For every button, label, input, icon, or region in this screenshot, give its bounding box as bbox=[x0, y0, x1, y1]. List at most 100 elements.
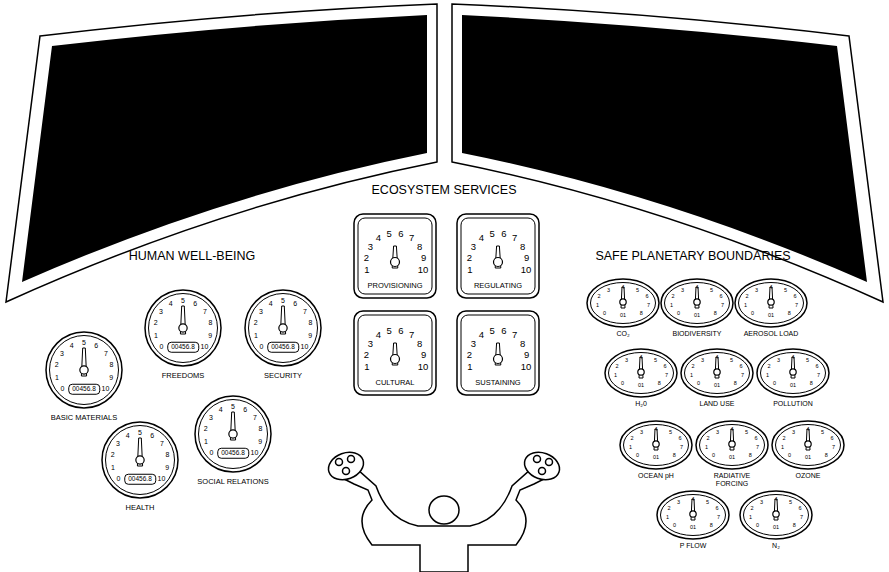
dial-number: 01 bbox=[768, 313, 774, 319]
dial-number: 01 bbox=[729, 455, 735, 461]
dial-number: 1 bbox=[670, 303, 673, 309]
dial-number: 7 bbox=[665, 373, 668, 379]
dial-number: 8 bbox=[810, 381, 813, 387]
dial-number: 2 bbox=[667, 507, 670, 513]
dial-number: 2 bbox=[782, 437, 785, 443]
dial-number: 2 bbox=[467, 253, 472, 263]
boundary-gauge: 01234567801N₂ bbox=[738, 489, 814, 541]
boundary-gauge: 01234567801AEROSOL LOAD bbox=[733, 277, 809, 329]
gauge-label: RADIATIVE FORCING bbox=[700, 472, 764, 487]
dial-number: 4 bbox=[169, 299, 173, 306]
dial-number: 3 bbox=[368, 339, 373, 349]
dial-number: 6 bbox=[501, 229, 506, 239]
dial-number: 3 bbox=[701, 358, 704, 364]
gauge-label: HEALTH bbox=[125, 504, 154, 512]
boundary-gauge: 01234567801RADIATIVE FORCING bbox=[694, 419, 770, 471]
dial-number: 3 bbox=[777, 358, 780, 364]
dial-number: 0 bbox=[260, 342, 264, 349]
dial-number: 7 bbox=[795, 303, 798, 309]
odometer-readout: 00456.8 bbox=[267, 342, 299, 353]
boundary-gauge: 01234567801H₂0 bbox=[603, 347, 679, 399]
dial-number: 01 bbox=[714, 383, 720, 389]
dial-number: 3 bbox=[677, 500, 680, 506]
dial-number: 7 bbox=[160, 439, 164, 446]
dial-number: 3 bbox=[792, 430, 795, 436]
dial-number: 4 bbox=[269, 299, 273, 306]
dial-number: 7 bbox=[512, 233, 517, 243]
dial-number: 7 bbox=[104, 349, 108, 356]
dial-number: 10 bbox=[418, 362, 429, 372]
gauge-hub bbox=[391, 355, 400, 364]
dial-number: 2 bbox=[615, 365, 618, 371]
dial-number: 0 bbox=[603, 311, 606, 317]
gauge-hub bbox=[494, 258, 503, 267]
dial-number: 2 bbox=[364, 253, 369, 263]
dial-number: 10 bbox=[102, 384, 110, 391]
gauge-hub bbox=[714, 369, 720, 375]
dial-number: 0 bbox=[788, 453, 791, 459]
dial-number: 9 bbox=[208, 331, 212, 338]
dial-number: 3 bbox=[116, 439, 120, 446]
dial-number: 8 bbox=[714, 311, 717, 317]
dial-number: 0 bbox=[210, 448, 214, 455]
dial-number: 2 bbox=[254, 319, 258, 326]
dial-number: 0 bbox=[636, 453, 639, 459]
dial-number: 8 bbox=[734, 381, 737, 387]
dial-number: 1 bbox=[705, 445, 708, 451]
gauge-hub bbox=[638, 369, 644, 375]
dial-number: 2 bbox=[745, 295, 748, 301]
dial-number: 6 bbox=[293, 299, 297, 306]
dial-number: 4 bbox=[769, 285, 772, 291]
dial-number: 3 bbox=[368, 242, 373, 252]
wellbeing-gauge: 01234567891000456.8BASIC MATERIALS bbox=[39, 325, 129, 415]
dial-number: 7 bbox=[721, 303, 724, 309]
dial-number: 8 bbox=[788, 311, 791, 317]
dial-number: 1 bbox=[690, 373, 693, 379]
dial-number: 1 bbox=[749, 515, 752, 521]
dial-number: 6 bbox=[663, 365, 666, 371]
gauge-hub bbox=[136, 456, 144, 464]
dial-number: 4 bbox=[654, 427, 657, 433]
dial-number: 01 bbox=[790, 383, 796, 389]
boundary-gauge: 01234567801LAND USE bbox=[679, 347, 755, 399]
dial-number: 01 bbox=[638, 383, 644, 389]
dial-number: 5 bbox=[669, 430, 672, 436]
dial-number: 9 bbox=[524, 253, 529, 263]
dial-number: 1 bbox=[467, 265, 472, 275]
gauge-hub bbox=[229, 430, 237, 438]
dial-number: 8 bbox=[109, 361, 113, 368]
dial-number: 0 bbox=[673, 523, 676, 529]
dial-number: 1 bbox=[766, 373, 769, 379]
gauge-hub bbox=[80, 366, 88, 374]
dial-number: 3 bbox=[159, 307, 163, 314]
gauge-label: SECURITY bbox=[264, 372, 302, 380]
gauge-label: FREEDOMS bbox=[162, 372, 205, 380]
dial-number: 5 bbox=[636, 288, 639, 294]
dial-number: 3 bbox=[640, 430, 643, 436]
dial-number: 9 bbox=[421, 350, 426, 360]
dial-number: 4 bbox=[376, 233, 381, 243]
dial-number: 1 bbox=[364, 265, 369, 275]
dial-number: 2 bbox=[55, 361, 59, 368]
dial-number: 10 bbox=[158, 474, 166, 481]
dial-number: 10 bbox=[201, 342, 209, 349]
dial-number: 0 bbox=[712, 453, 715, 459]
dial-number: 4 bbox=[806, 427, 809, 433]
dial-number: 5 bbox=[138, 429, 142, 436]
dial-number: 3 bbox=[681, 288, 684, 294]
dial-number: 1 bbox=[111, 463, 115, 470]
section-heading: HUMAN WELL-BEING bbox=[129, 249, 255, 263]
odometer-readout: 00456.8 bbox=[68, 384, 100, 395]
dial-number: 3 bbox=[209, 413, 213, 420]
gauge-label: SOCIAL RELATIONS bbox=[197, 478, 268, 486]
dial-number: 8 bbox=[520, 242, 525, 252]
dial-number: 5 bbox=[710, 288, 713, 294]
dial-number: 0 bbox=[621, 381, 624, 387]
dial-number: 9 bbox=[165, 463, 169, 470]
dial-number: 01 bbox=[690, 525, 696, 531]
dial-number: 4 bbox=[730, 427, 733, 433]
dial-number: 4 bbox=[774, 497, 777, 503]
dial-number: 6 bbox=[501, 326, 506, 336]
dial-number: 3 bbox=[60, 349, 64, 356]
dial-number: 7 bbox=[647, 303, 650, 309]
